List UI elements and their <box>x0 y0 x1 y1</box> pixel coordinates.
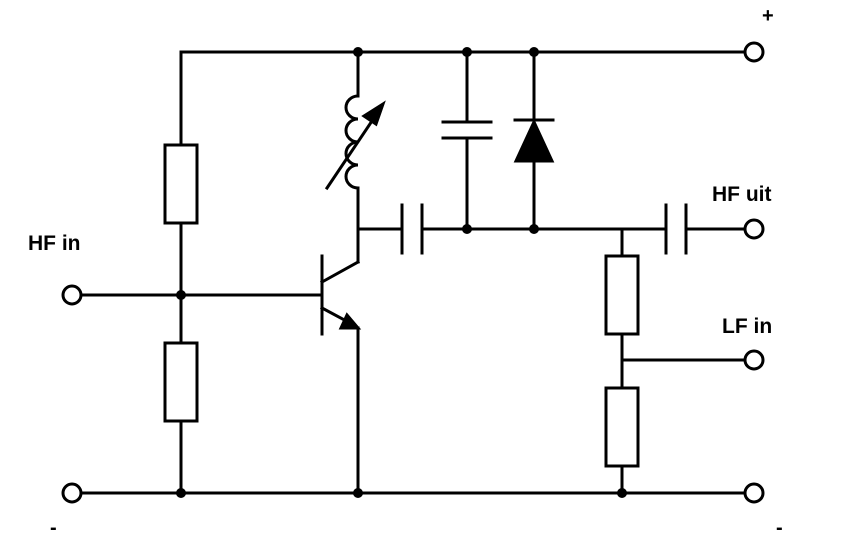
terminal-hf-out[interactable] <box>743 218 765 240</box>
tuning-arrow-head <box>361 100 386 127</box>
junction-dot <box>617 488 627 498</box>
divider-resistor-bottom <box>604 386 640 468</box>
terminal-hf-in[interactable] <box>61 284 83 306</box>
terminal-ground-right[interactable] <box>743 482 765 504</box>
lf-in-label: LF in <box>722 315 773 338</box>
supply-plus-label: + <box>762 5 774 27</box>
shunt-capacitor <box>441 120 493 140</box>
terminals <box>61 41 765 504</box>
variable-inductor <box>324 94 386 191</box>
minus-right-label: - <box>776 517 783 539</box>
bias-resistor-top <box>163 143 199 225</box>
junction-dot <box>529 224 539 234</box>
diode-triangle <box>513 118 555 163</box>
hf-out-label: HF uit <box>712 183 772 206</box>
terminal-lf-in[interactable] <box>743 349 765 371</box>
minus-left-label: - <box>50 517 57 539</box>
junction-dot <box>176 488 186 498</box>
npn-transistor <box>319 254 362 336</box>
resistors <box>163 143 640 468</box>
hf-in-label: HF in <box>28 232 81 255</box>
terminal-ground-left[interactable] <box>61 482 83 504</box>
output-capacitor <box>664 203 688 255</box>
junction-dot <box>462 224 472 234</box>
coupling-capacitor-collector <box>400 203 424 255</box>
junction-dot <box>353 488 363 498</box>
wires <box>78 50 748 495</box>
junctions <box>176 47 627 498</box>
divider-resistor-top <box>604 254 640 336</box>
junction-dot <box>462 47 472 57</box>
terminal-supply-plus[interactable] <box>743 41 765 63</box>
diode <box>513 118 555 163</box>
junction-dot <box>529 47 539 57</box>
junction-dot <box>353 47 363 57</box>
tuning-arrow-shaft <box>324 109 381 191</box>
transistor-collector <box>319 259 361 285</box>
emitter-arrow <box>338 312 362 330</box>
junction-dot <box>176 290 186 300</box>
bias-resistor-bottom <box>163 341 199 423</box>
